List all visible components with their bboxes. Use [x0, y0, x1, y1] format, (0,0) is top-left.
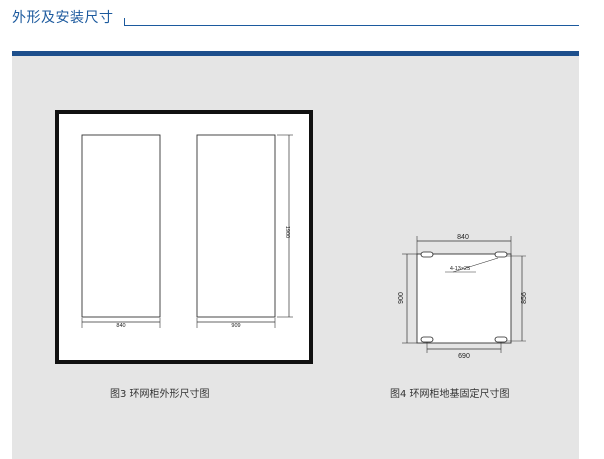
accent-bar — [12, 51, 579, 56]
fig4-slot-leader — [452, 257, 499, 273]
title-underline — [124, 25, 579, 26]
figure3-caption: 图3 环网柜外形尺寸图 — [110, 389, 210, 400]
fig4-slot-label: 4-13×25 — [450, 266, 470, 272]
fig4-slot-bottom-right — [494, 336, 508, 343]
fig3-cab1-width-label: 840 — [116, 323, 125, 329]
fig4-top-width-label: 840 — [457, 234, 469, 241]
figure4-caption: 图4 环网柜地基固定尺寸图 — [390, 389, 510, 400]
page-title: 外形及安装尺寸 — [12, 10, 114, 26]
fig4-slot-top-left — [420, 251, 434, 258]
title-underline-tick — [124, 18, 125, 26]
fig3-cab2-width-label: 909 — [231, 323, 240, 329]
fig3-height-label: 1900 — [284, 226, 290, 238]
header: 外形及安装尺寸 — [0, 0, 604, 52]
fig3-cabinet-1 — [81, 134, 161, 318]
fig3-cabinet-2 — [196, 134, 276, 318]
fig4-slot-top-right — [494, 251, 508, 258]
fig4-slot-bottom-left — [420, 336, 434, 343]
fig4-right-height-label: 856 — [521, 292, 528, 304]
fig4-bottom-width-label: 690 — [458, 353, 470, 360]
fig4-left-height-label: 900 — [398, 292, 405, 304]
